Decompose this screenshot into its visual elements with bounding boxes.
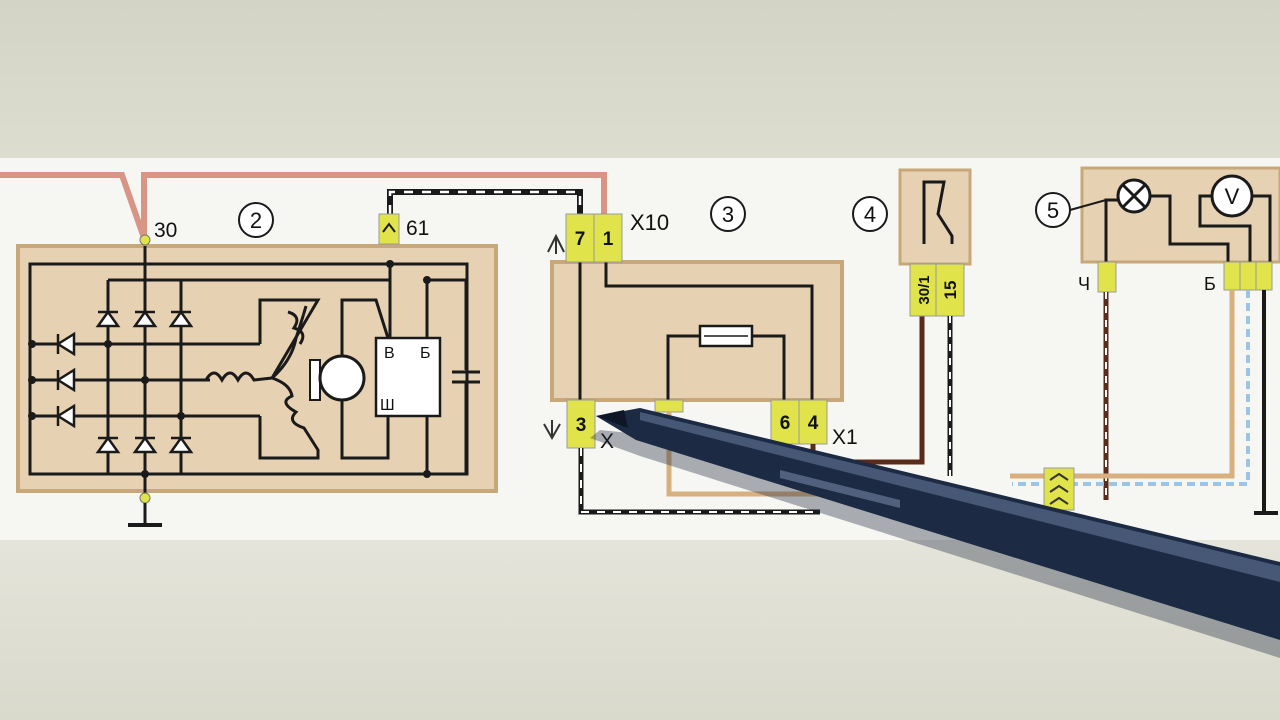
label-terminal-61: 61 xyxy=(406,217,429,240)
callout-circle-3 xyxy=(710,196,746,232)
label-wire-ch: Ч xyxy=(1078,274,1090,294)
pin-7-label: 7 xyxy=(575,229,586,250)
pin-b2 xyxy=(1239,261,1257,291)
pin-hidden xyxy=(654,399,684,413)
pin-ch xyxy=(1097,261,1117,293)
pin-15-label: 15 xyxy=(941,281,960,300)
pin-b3 xyxy=(1255,261,1273,291)
label-reg-b: В xyxy=(384,345,395,362)
pin-6-label: 6 xyxy=(780,413,791,434)
pin-3-label: 3 xyxy=(576,415,587,436)
label-wire-b: Б xyxy=(1204,274,1216,294)
fuse-block-component xyxy=(550,260,844,402)
wire-pink-top xyxy=(141,172,607,238)
pin-4 xyxy=(798,399,828,445)
label-terminal-30: 30 xyxy=(154,219,177,242)
generator-component xyxy=(16,234,498,527)
switch-contact xyxy=(922,180,954,244)
socket-icon xyxy=(543,420,561,441)
callout-circle-4 xyxy=(852,196,888,232)
callout-5: 5 xyxy=(1047,198,1059,223)
wire-blue xyxy=(1012,290,1250,486)
switch-component xyxy=(898,168,972,266)
wire-black-61-stripe xyxy=(388,190,582,214)
voltmeter-symbol: V xyxy=(1225,184,1240,209)
pin-15 xyxy=(935,263,965,317)
pin-30-1-label: 30/1 xyxy=(916,275,933,304)
pin-1 xyxy=(593,213,623,263)
voltmeter-icon xyxy=(1210,174,1254,218)
terminal-61-pin xyxy=(378,213,400,245)
wire-pink-left xyxy=(0,172,147,239)
voltage-regulator xyxy=(374,336,442,418)
pin-4-label: 4 xyxy=(808,413,819,434)
pen-pointer xyxy=(590,408,1280,658)
label-x1: X1 xyxy=(832,426,858,449)
label-reg-sh: Ш xyxy=(380,397,395,414)
label-reg-bb: Б xyxy=(420,345,431,362)
callout-2: 2 xyxy=(250,208,262,233)
wire-tan-right xyxy=(1010,290,1235,479)
callout-circle-2 xyxy=(238,202,274,238)
pin-1-label: 1 xyxy=(603,229,614,250)
pin-b1 xyxy=(1223,261,1241,291)
plug-icon xyxy=(547,233,565,254)
wire-pin3-stripe xyxy=(580,448,820,513)
label-x10: X10 xyxy=(630,210,669,235)
callout-3: 3 xyxy=(722,202,734,227)
callout-4: 4 xyxy=(864,202,876,227)
pin-30-1 xyxy=(909,263,937,317)
label-x-partial: X xyxy=(600,430,614,453)
pin-6 xyxy=(770,399,800,445)
